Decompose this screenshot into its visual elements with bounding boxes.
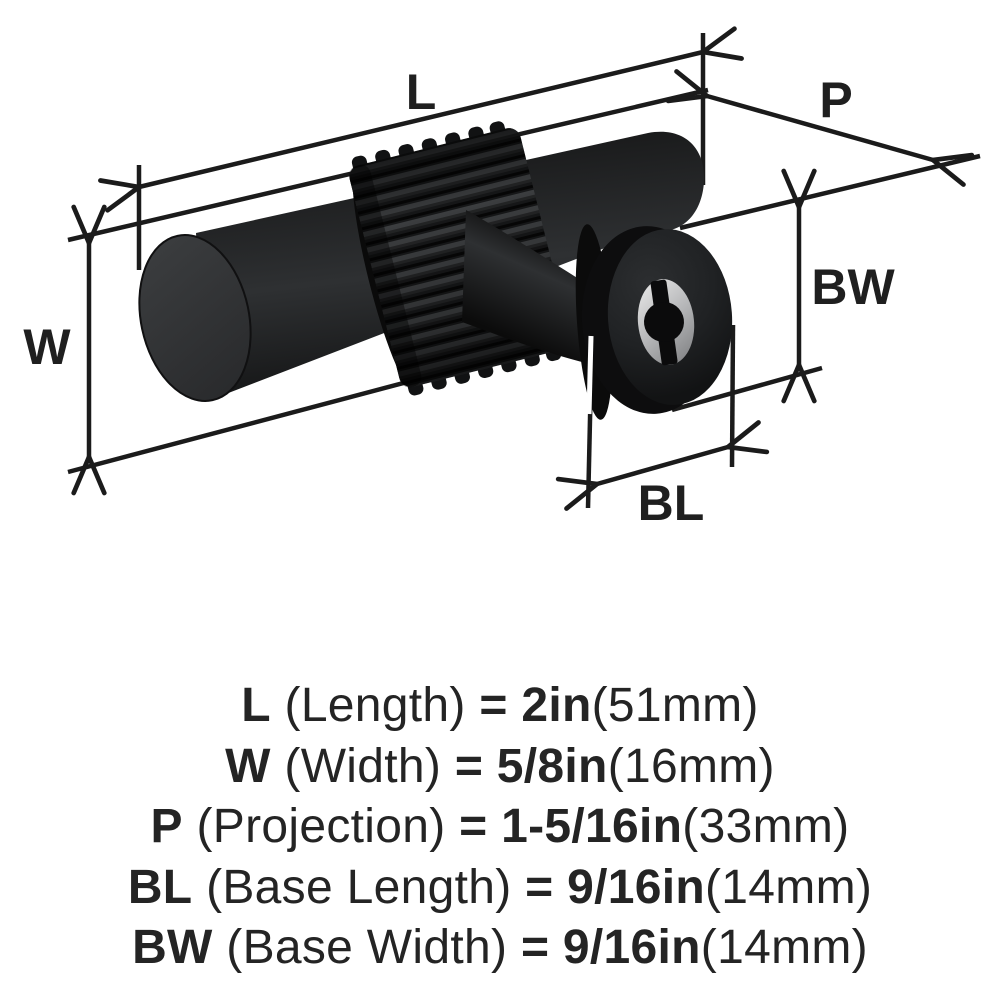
spec-metric: (14mm) (700, 921, 868, 974)
spec-value: = 2in (479, 679, 592, 732)
spec-metric: (51mm) (591, 679, 759, 732)
spec-metric: (16mm) (607, 739, 775, 793)
knob-bar-end-cap (138, 234, 252, 402)
spec-code: P (150, 800, 183, 853)
spec-value: = 9/16in (520, 921, 701, 974)
extension-line-base-top (679, 153, 981, 231)
tick-base-length-left-knockout (586, 335, 594, 415)
spec-name: (Base Width) (226, 921, 508, 974)
label-width: W (23, 319, 71, 375)
spec-name: (Projection) (196, 800, 446, 853)
spec-line-base-width: BW (Base Width) = 9/16in(14mm) (0, 918, 1000, 979)
label-projection: P (819, 72, 852, 128)
spec-line-projection: P (Projection) = 1-5/16in(33mm) (0, 797, 1000, 858)
spec-name: (Length) (284, 679, 466, 732)
knurl-left-shade (349, 164, 422, 388)
label-base-width: BW (811, 259, 895, 315)
dimension-arrow-base-length (597, 447, 728, 484)
dimension-arrow-length (139, 52, 703, 187)
knob-stem (462, 210, 590, 364)
knob-illustration (138, 121, 733, 420)
spec-metric: (33mm) (682, 800, 850, 853)
spec-metric: (14mm) (705, 860, 873, 914)
spec-code: BW (132, 921, 213, 974)
spec-value: = 5/8in (454, 739, 608, 793)
spec-code: W (225, 739, 271, 793)
spec-list: L (Length) = 2in(51mm) W (Width) = 5/8in… (0, 676, 1000, 979)
dimension-arrow-projection (707, 96, 933, 160)
spec-line-width: W (Width) = 5/8in(16mm) (0, 737, 1000, 798)
knob-dimension-drawing: L P W BW BL (23, 0, 981, 531)
spec-line-base-length: BL (Base Length) = 9/16in(14mm) (0, 858, 1000, 919)
spec-value: = 1-5/16in (459, 800, 683, 853)
tick-base-length-right (729, 324, 736, 468)
screw-keyhole (644, 279, 684, 366)
spec-code: BL (127, 860, 193, 914)
spec-value: = 9/16in (525, 860, 706, 914)
spec-name: (Width) (284, 739, 442, 793)
label-base-length: BL (638, 475, 705, 531)
spec-code: L (241, 679, 271, 732)
label-length: L (406, 64, 437, 120)
spec-line-length: L (Length) = 2in(51mm) (0, 676, 1000, 737)
spec-name: (Base Length) (206, 860, 512, 914)
